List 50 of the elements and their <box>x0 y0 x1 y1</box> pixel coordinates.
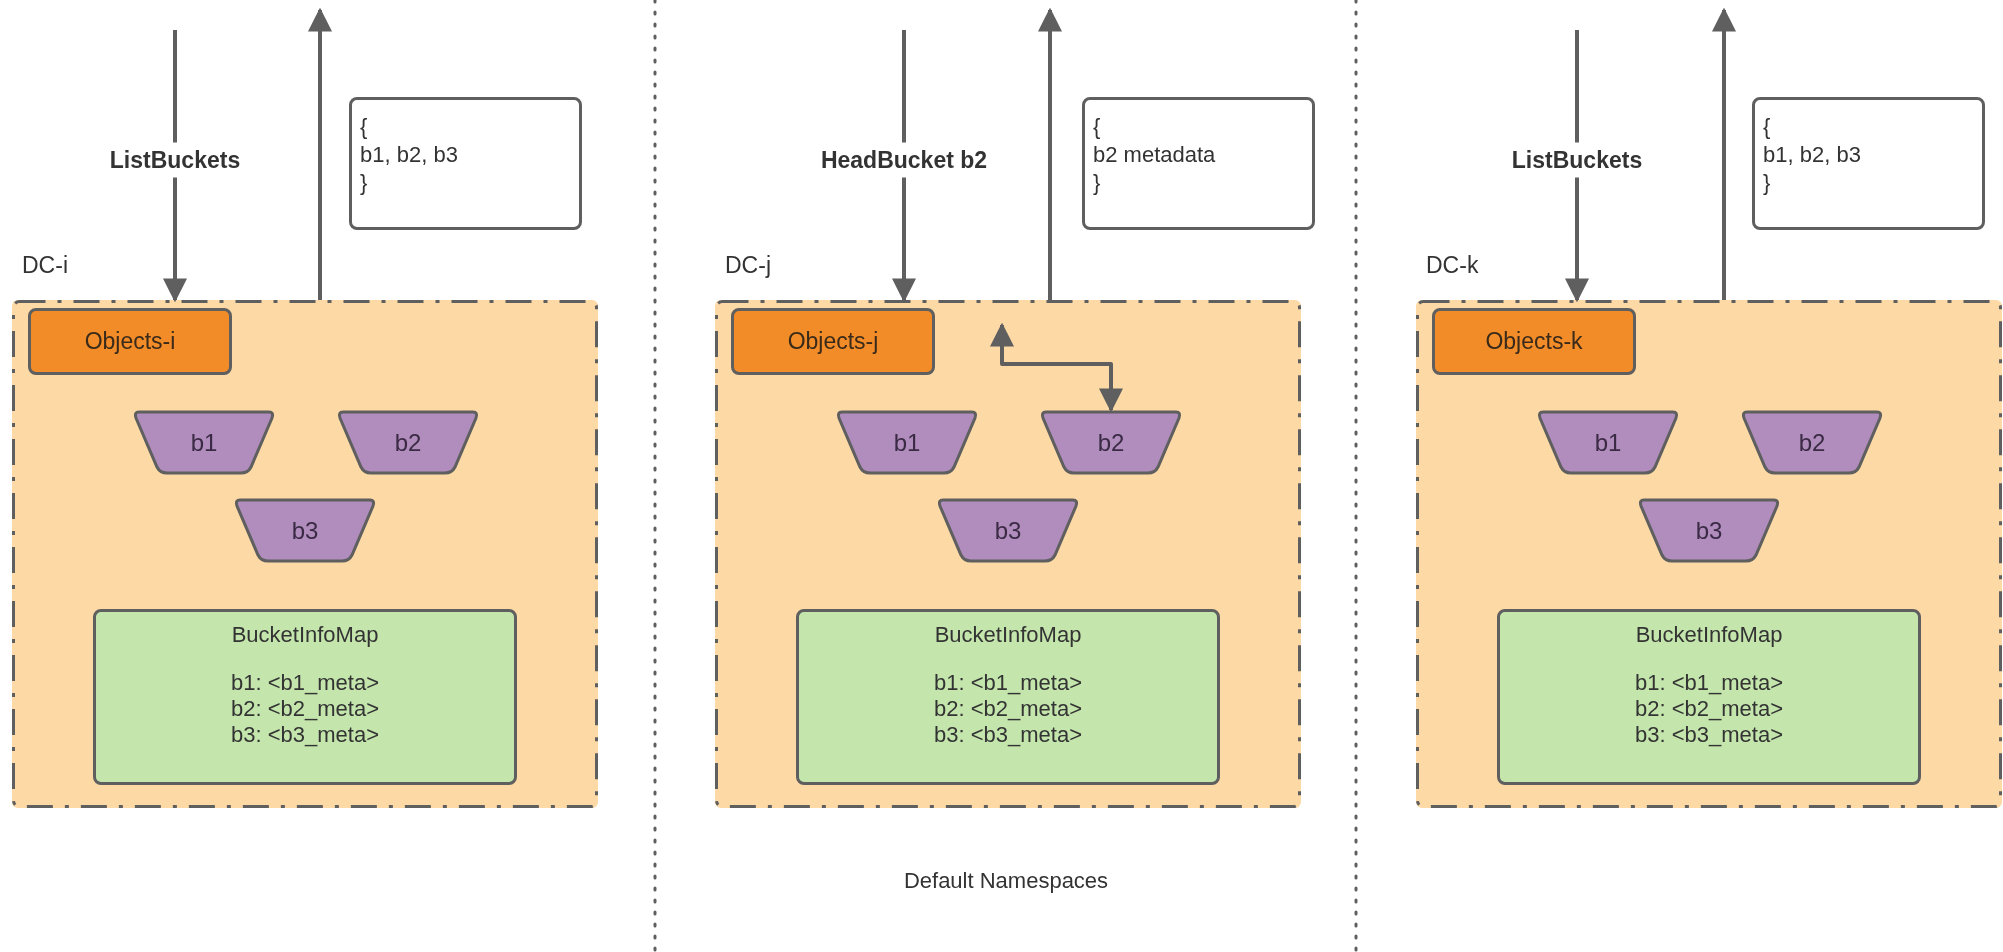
arrow <box>163 30 187 303</box>
response-box <box>349 97 582 230</box>
arrow <box>308 7 332 300</box>
response-text: b1, b2, b3 <box>360 142 459 168</box>
map-entry: b1: <b1_meta> <box>231 670 379 696</box>
bucket-label: b1 <box>1594 428 1622 457</box>
bucket-label: b3 <box>1695 516 1723 545</box>
map-title: BucketInfoMap <box>231 622 379 648</box>
response-text: } <box>1763 170 1772 196</box>
objects-box: Objects-i <box>28 308 232 375</box>
response-text: b1, b2, b3 <box>1763 142 1862 168</box>
response-text: b2 metadata <box>1093 142 1217 168</box>
map-title: BucketInfoMap <box>1635 622 1783 648</box>
map-title: BucketInfoMap <box>934 622 1082 648</box>
objects-box: Objects-j <box>731 308 935 375</box>
response-text: { <box>1763 114 1772 140</box>
arrow <box>1565 30 1589 303</box>
response-text: } <box>1093 170 1102 196</box>
bucket-label: b2 <box>1798 428 1826 457</box>
bucket-label: b1 <box>893 428 921 457</box>
arrow <box>892 30 916 303</box>
bucket-info-map <box>1497 609 1921 785</box>
bucket-label: b3 <box>291 516 319 545</box>
map-entry: b3: <b3_meta> <box>231 722 379 748</box>
response-text: { <box>360 114 369 140</box>
map-entry: b2: <b2_meta> <box>231 696 379 722</box>
region-label: DC-j <box>725 252 771 279</box>
region-label: DC-i <box>22 252 68 279</box>
map-entry: b1: <b1_meta> <box>1635 670 1783 696</box>
response-text: } <box>360 170 369 196</box>
caption-text: Default Namespaces <box>903 868 1109 894</box>
region-label: DC-k <box>1426 252 1479 279</box>
map-entry: b2: <b2_meta> <box>934 696 1082 722</box>
bucket-label: b2 <box>1097 428 1125 457</box>
map-entry: b3: <b3_meta> <box>934 722 1082 748</box>
bucket-info-map <box>796 609 1220 785</box>
bucket-label: b2 <box>394 428 422 457</box>
map-entry: b1: <b1_meta> <box>934 670 1082 696</box>
bucket-info-map <box>93 609 517 785</box>
arrow <box>1038 7 1062 300</box>
map-entry: b3: <b3_meta> <box>1635 722 1783 748</box>
bucket-label: b1 <box>190 428 218 457</box>
response-text: { <box>1093 114 1102 140</box>
objects-box: Objects-k <box>1432 308 1636 375</box>
bucket-label: b3 <box>994 516 1022 545</box>
response-box <box>1082 97 1315 230</box>
arrow <box>990 322 1123 413</box>
map-entry: b2: <b2_meta> <box>1635 696 1783 722</box>
arrow <box>1712 7 1736 300</box>
response-box <box>1752 97 1985 230</box>
